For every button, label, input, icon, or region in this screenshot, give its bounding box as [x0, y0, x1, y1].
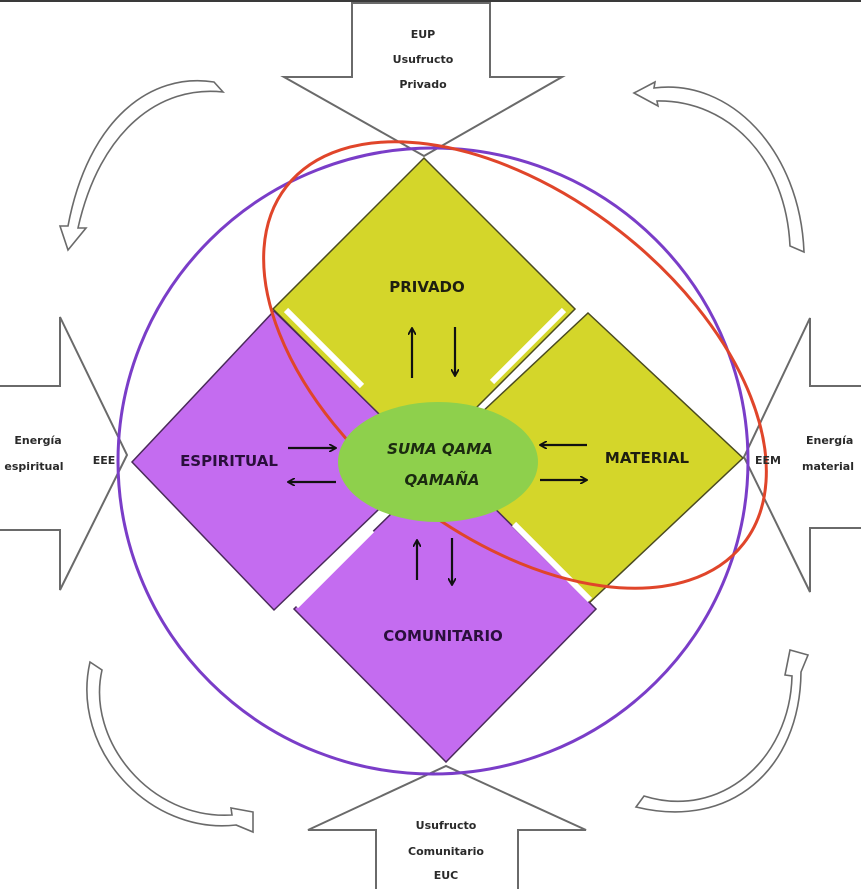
- input-top-line3: Privado: [399, 78, 447, 91]
- flow-arrows: [288, 327, 587, 585]
- cycle-arrow-bottom-left: [86, 660, 254, 834]
- input-arrow-left: [0, 316, 129, 591]
- input-left-code: EEE: [93, 454, 116, 467]
- input-bottom-line2: Comunitario: [408, 845, 484, 858]
- label-privado: PRIVADO: [389, 278, 465, 296]
- input-right-line2: material: [802, 460, 854, 473]
- input-bottom-line3: EUC: [434, 869, 459, 882]
- input-bottom-line1: Usufructo: [416, 819, 477, 832]
- cycle-arrow-top-right: [632, 80, 805, 254]
- center-ellipse: [338, 402, 538, 522]
- label-material: MATERIAL: [605, 449, 690, 467]
- cycle-arrow-bottom-right: [634, 648, 810, 813]
- input-right-code: EEM: [755, 454, 781, 467]
- input-arrow-bottom: [307, 764, 587, 889]
- top-border: [0, 0, 861, 2]
- input-right-line1: Energía: [806, 434, 853, 447]
- input-top-line1: EUP: [411, 28, 436, 41]
- input-left-line1: Energía: [14, 434, 61, 447]
- label-espiritual: ESPIRITUAL: [180, 452, 278, 470]
- input-left-line2: espiritual: [4, 460, 63, 473]
- input-arrow-top: [280, 2, 566, 158]
- outer-circle: [116, 146, 750, 776]
- center-label-line2: QAMAÑA: [404, 470, 479, 489]
- input-arrow-right: [742, 317, 861, 593]
- input-top-line2: Usufructo: [393, 53, 454, 66]
- diamond-separators: [283, 307, 593, 609]
- label-comunitario: COMUNITARIO: [383, 627, 503, 645]
- cycle-arrow-top-left: [58, 80, 225, 252]
- region-espiritual: [130, 309, 430, 612]
- center-label-line1: SUMA QAMA: [387, 440, 493, 458]
